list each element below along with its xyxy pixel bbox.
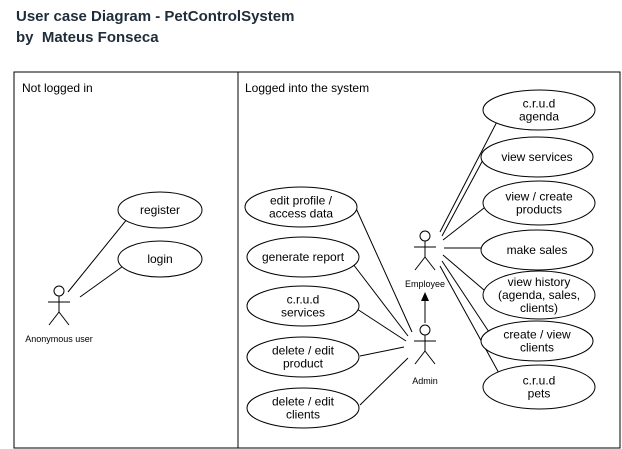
usecase-view-history: view history(agenda, sales,clients) [482,270,596,320]
usecase-label: c.r.u.d [287,293,320,307]
assoc-admin-delete-edit-product [359,346,405,357]
usecase-ellipse [117,240,203,278]
boundary-label-not-logged-in: Not logged in [22,81,93,95]
assoc-anon-login [79,263,127,298]
usecase-login: login [117,240,203,278]
assoc-admin-crud-services [356,308,407,342]
usecase-label: products [516,203,562,217]
actor-admin-label: Admin [412,376,438,386]
boundary-label-logged-in: Logged into the system [245,81,369,95]
actor-anonymous-figure [48,285,70,326]
usecase-label: c.r.u.d [523,97,556,111]
usecase-make-sales: make sales [480,229,594,271]
assoc-employee-crud-agenda [439,111,503,233]
usecase-label: c.r.u.d [523,374,556,388]
usecase-label: delete / edit [272,344,335,358]
usecase-generate-report: generate report [246,236,360,278]
usecase-label: services [281,306,325,320]
usecase-label: delete / edit [272,395,335,409]
usecase-label: login [147,252,172,266]
assoc-employee-view-create-products [442,207,485,241]
usecase-register: register [117,191,203,229]
usecase-label: access data [269,207,333,221]
usecase-label: create / view [503,328,571,342]
assoc-anon-register [67,217,129,293]
usecase-ellipse [246,336,360,378]
assoc-employee-create-view-clients [441,260,492,336]
usecase-label: clients) [520,301,558,315]
usecase-label: view / create [505,190,573,204]
usecase-label: product [283,357,324,371]
actor-admin-figure [414,324,436,365]
usecase-ellipse [482,270,596,320]
usecase-ellipse [244,186,358,228]
usecase-ellipse [482,364,596,410]
assoc-admin-generate-report [352,263,409,337]
assoc-employee-view-services [441,157,485,237]
usecase-label: register [140,203,180,217]
assoc-admin-delete-edit-clients [359,357,409,406]
associations [67,111,503,406]
usecase-ellipse [482,180,596,226]
usecase-edit-profile: edit profile /access data [244,186,358,228]
usecase-label: clients [520,341,554,355]
usecase-label: view history [508,275,571,289]
diagram-author: by Mateus Fonseca [16,29,159,46]
assoc-admin-edit-profile [354,205,413,333]
usecase-label: view services [501,150,572,164]
assoc-employee-view-history [442,254,485,291]
usecase-label: make sales [507,243,568,257]
usecase-label: generate report [262,250,345,264]
actor-employee-label: Employee [405,279,445,289]
usecase-ellipse [480,320,594,362]
assoc-employee-crud-pets [439,265,501,376]
usecase-label: (agenda, sales, [498,288,580,302]
usecase-ellipse [246,236,360,278]
usecase-ellipse [480,136,594,178]
usecase-label: edit profile / [270,194,333,208]
usecase-ellipse [482,89,596,131]
boundary-logged-in [237,71,621,449]
actor-anonymous-label: Anonymous user [25,334,93,344]
usecase-ellipse [117,191,203,229]
usecase-ellipse [246,285,360,327]
usecase-ellipse [246,387,360,429]
actor-employee-figure [414,230,436,271]
usecase-label: agenda [519,110,559,124]
usecase-label: pets [528,387,551,401]
usecase-ellipse [480,229,594,271]
usecase-view-services: view services [480,136,594,178]
generalization-arrowhead [421,292,429,301]
diagram-title: User case Diagram - PetControlSystem [16,8,295,25]
usecase-label: clients [286,408,320,422]
